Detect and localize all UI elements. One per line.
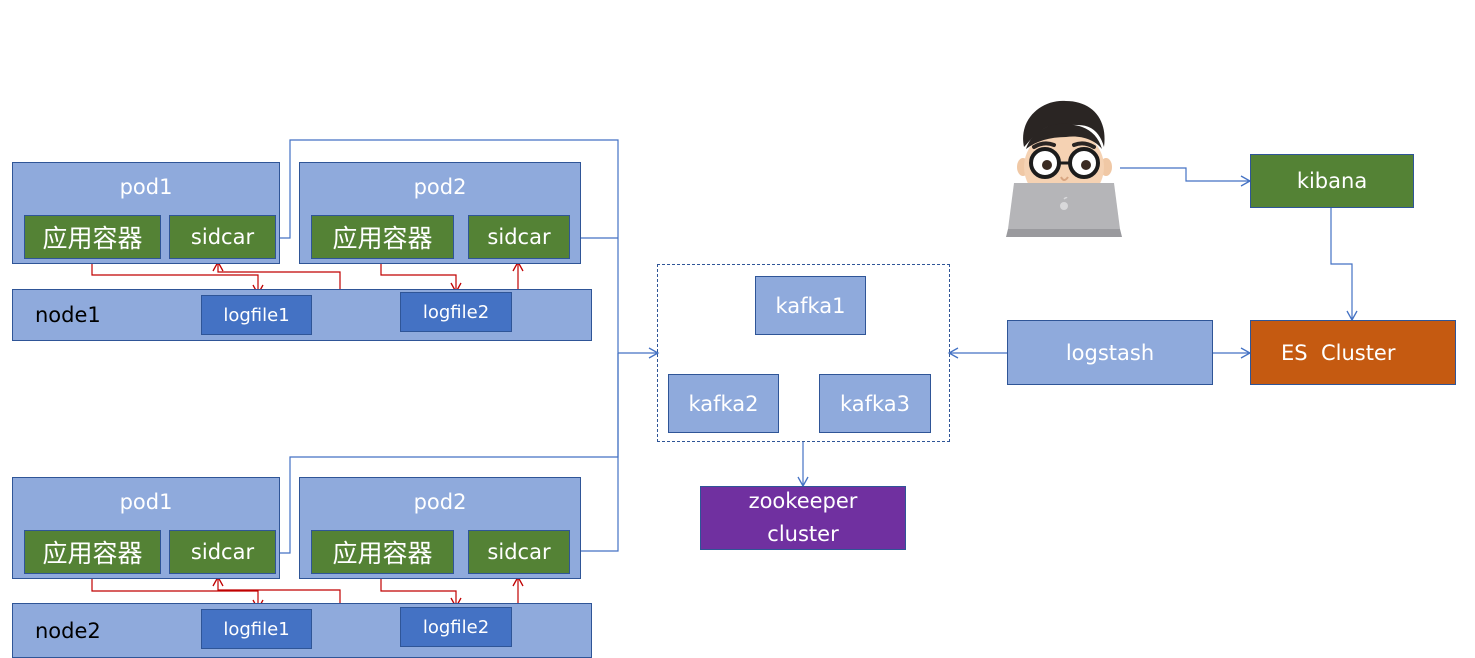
pod-label: pod1 bbox=[119, 175, 173, 199]
node1-pod1-sidecar: sidcar bbox=[169, 215, 276, 259]
kafka2: kafka2 bbox=[668, 374, 779, 433]
node2-pod2-sidecar: sidcar bbox=[468, 530, 570, 574]
node2-logfile2: logfile2 bbox=[400, 607, 512, 647]
node2-pod1-app-container: 应用容器 bbox=[24, 530, 161, 574]
sidecar-to-kafka-lines bbox=[276, 139, 660, 554]
node1-pod1-app-container: 应用容器 bbox=[24, 215, 161, 259]
kafka3: kafka3 bbox=[819, 374, 931, 433]
node1-label: node1 bbox=[35, 303, 101, 327]
node2-pod1-sidecar: sidcar bbox=[169, 530, 276, 574]
node1-pod2-app-container: 应用容器 bbox=[311, 215, 454, 259]
kafka-cluster bbox=[657, 264, 950, 442]
es-cluster: ES Cluster bbox=[1250, 320, 1456, 385]
node2-pod2-app-container: 应用容器 bbox=[311, 530, 454, 574]
pipeline-lines bbox=[797, 167, 1358, 488]
zookeeper-cluster: zookeeper cluster bbox=[700, 486, 906, 550]
node1-logfile2: logfile2 bbox=[400, 292, 512, 332]
kafka1: kafka1 bbox=[755, 276, 866, 335]
zookeeper-line2: cluster bbox=[767, 522, 839, 546]
node2-label: node2 bbox=[35, 618, 101, 643]
node1-pod2-sidecar: sidcar bbox=[468, 215, 570, 259]
node2-logfile1: logfile1 bbox=[201, 609, 312, 649]
developer-avatar-icon bbox=[1006, 100, 1122, 237]
pod-label: pod2 bbox=[413, 175, 467, 199]
pod-label: pod2 bbox=[413, 490, 467, 514]
kibana: kibana bbox=[1250, 154, 1414, 208]
zookeeper-line1: zookeeper bbox=[748, 489, 858, 513]
logstash: logstash bbox=[1007, 320, 1213, 385]
pod-label: pod1 bbox=[119, 490, 173, 514]
node1-logfile1: logfile1 bbox=[201, 295, 312, 335]
